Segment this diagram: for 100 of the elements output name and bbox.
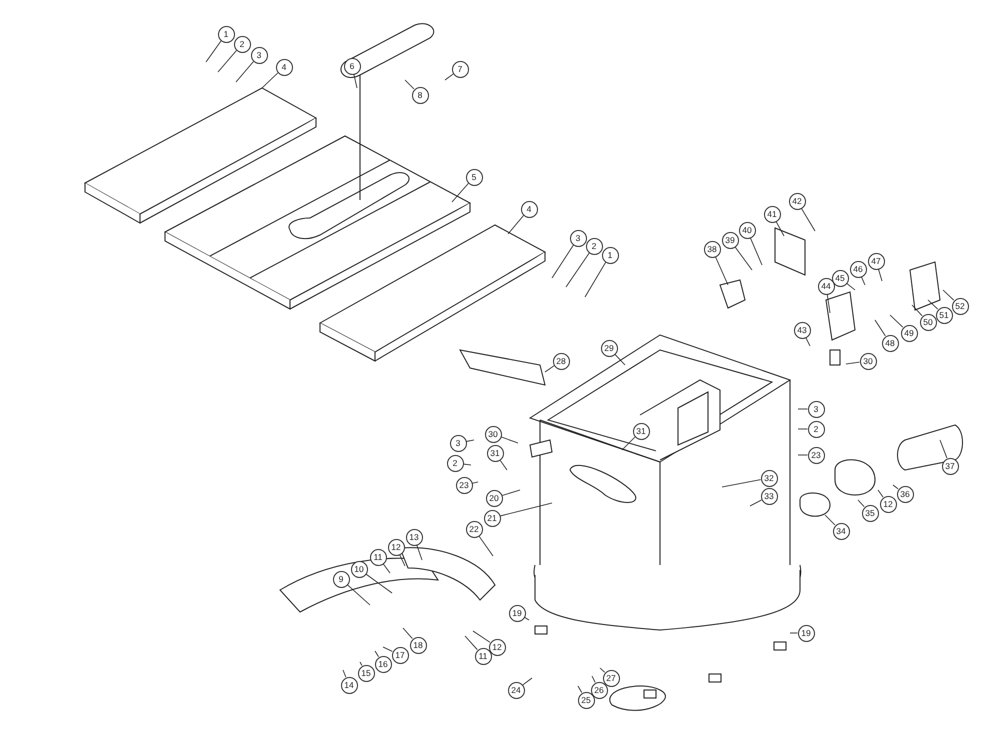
callout-number: 48 bbox=[882, 334, 898, 352]
callout-number: 11 bbox=[370, 548, 386, 566]
callout-number: 4 bbox=[520, 200, 538, 218]
leader-line bbox=[798, 408, 808, 410]
leader-line bbox=[500, 460, 508, 470]
leader-line bbox=[399, 554, 406, 566]
leader-line bbox=[416, 544, 422, 560]
callout-number: 3 bbox=[250, 46, 268, 64]
callout-number: 20 bbox=[486, 490, 502, 506]
leader-line bbox=[566, 252, 590, 288]
leader-line bbox=[846, 282, 856, 290]
leader-line bbox=[500, 436, 518, 444]
leader-line bbox=[798, 428, 808, 430]
leader-line bbox=[798, 454, 808, 456]
callout-number: 22 bbox=[466, 520, 482, 538]
callout-number: 12 bbox=[488, 638, 506, 656]
callout-number: 31 bbox=[486, 444, 504, 462]
callout-number: 30 bbox=[860, 352, 876, 370]
leader-line bbox=[890, 314, 904, 328]
callout-number: 33 bbox=[760, 488, 778, 504]
callout-number: 21 bbox=[484, 510, 500, 526]
leader-line bbox=[342, 670, 346, 678]
callout-number: 2 bbox=[446, 454, 464, 472]
leader-line bbox=[715, 256, 728, 286]
callout-number: 1 bbox=[602, 246, 618, 264]
leader-line bbox=[928, 300, 938, 310]
leader-line bbox=[464, 636, 478, 650]
callout-number: 11 bbox=[474, 648, 492, 664]
leader-line bbox=[478, 536, 494, 556]
leader-line bbox=[365, 574, 392, 594]
callout-number: 19 bbox=[798, 624, 814, 642]
leader-line bbox=[878, 268, 882, 282]
leader-line bbox=[912, 304, 923, 316]
callout-number: 44 bbox=[818, 278, 834, 294]
leader-line bbox=[600, 668, 606, 673]
leader-line bbox=[382, 563, 390, 574]
leader-line bbox=[374, 650, 379, 658]
leader-line bbox=[734, 246, 752, 270]
callout-number: 24 bbox=[508, 682, 524, 698]
leader-line bbox=[522, 678, 532, 686]
callout-number: 40 bbox=[738, 222, 756, 238]
callout-number: 19 bbox=[508, 604, 526, 622]
callout-number: 46 bbox=[850, 260, 866, 278]
callout-number: 23 bbox=[808, 446, 824, 464]
callout-number: 34 bbox=[832, 522, 850, 540]
callout-number: 43 bbox=[794, 322, 810, 338]
leader-line bbox=[236, 61, 254, 82]
callout-number: 23 bbox=[456, 476, 472, 494]
callout-number: 12 bbox=[388, 538, 404, 556]
leader-line bbox=[940, 440, 948, 458]
leader-line bbox=[776, 221, 784, 236]
callout-number: 32 bbox=[760, 470, 778, 486]
callout-number: 41 bbox=[764, 206, 780, 222]
callout-number: 52 bbox=[952, 298, 968, 314]
leader-line bbox=[584, 262, 606, 298]
leader-line bbox=[444, 74, 454, 80]
leader-line bbox=[892, 484, 899, 490]
callout-number: 16 bbox=[374, 656, 392, 672]
leader-line bbox=[472, 630, 490, 643]
leader-line bbox=[750, 500, 762, 506]
callout-number: 49 bbox=[900, 324, 918, 342]
leader-line bbox=[874, 320, 886, 336]
callout-number: 38 bbox=[704, 240, 720, 258]
leader-line bbox=[404, 80, 414, 90]
callout-number: 7 bbox=[452, 60, 468, 78]
leader-line bbox=[722, 479, 762, 488]
callout-number: 8 bbox=[412, 86, 428, 104]
leader-line bbox=[508, 215, 524, 234]
leader-line bbox=[500, 502, 552, 516]
callout-number: 4 bbox=[276, 58, 292, 76]
leader-line bbox=[750, 237, 762, 266]
callout-number: 28 bbox=[552, 352, 570, 370]
leader-line bbox=[353, 74, 358, 88]
leader-line bbox=[846, 362, 860, 364]
leader-line bbox=[858, 500, 865, 508]
callout-number: 36 bbox=[896, 486, 914, 502]
leader-line bbox=[622, 436, 636, 450]
callout-number: 42 bbox=[788, 192, 806, 210]
leader-line bbox=[206, 40, 222, 62]
leader-line bbox=[544, 365, 554, 372]
callout-number: 35 bbox=[862, 504, 878, 522]
leader-line bbox=[452, 182, 469, 202]
callout-number: 29 bbox=[600, 340, 618, 356]
leader-line bbox=[360, 662, 362, 666]
leader-line bbox=[805, 337, 810, 346]
callout-number: 47 bbox=[868, 252, 884, 270]
callout-number: 50 bbox=[920, 314, 936, 330]
callout-number: 3 bbox=[450, 434, 466, 452]
leader-line bbox=[382, 646, 393, 652]
leader-line bbox=[578, 686, 582, 694]
leader-line bbox=[502, 490, 520, 496]
leader-line bbox=[218, 50, 237, 72]
callout-number: 25 bbox=[578, 692, 594, 708]
callout-number: 2 bbox=[586, 238, 602, 254]
callout-number: 12 bbox=[880, 496, 896, 512]
callout-number: 17 bbox=[392, 646, 408, 664]
callout-number: 5 bbox=[466, 168, 482, 186]
leader-line bbox=[826, 294, 830, 314]
leader-line bbox=[942, 290, 954, 301]
leader-line bbox=[800, 208, 816, 232]
